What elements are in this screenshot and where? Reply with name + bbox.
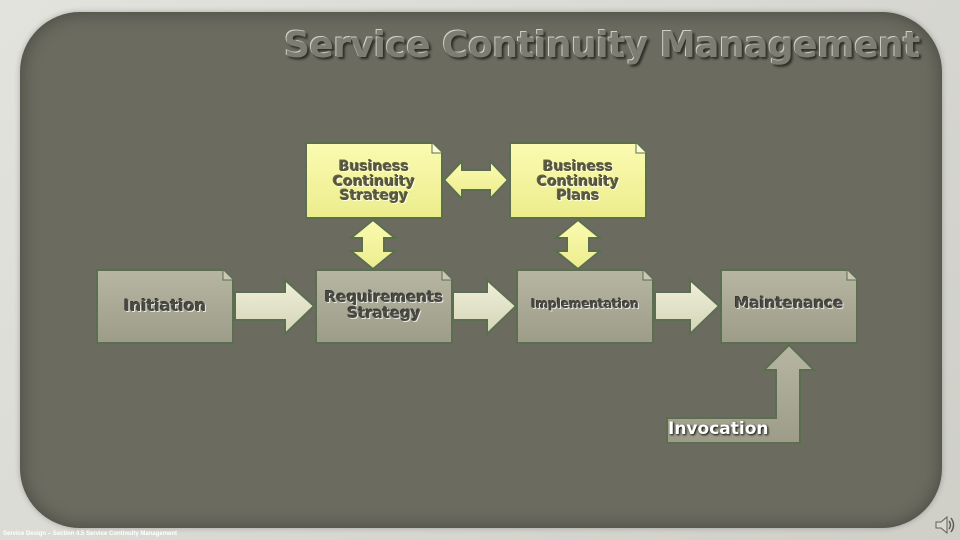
flow-arrow-2 [452,277,518,337]
double-arrow-horizontal [442,158,510,202]
double-arrow-vertical-right [553,218,603,271]
speaker-icon[interactable] [935,515,955,535]
stage-box-maintenance [720,269,858,344]
stage-label-implementation: Implementation [531,296,639,311]
stage-label-requirements-strategy: Requirements Strategy [324,288,444,322]
flow-arrow-1 [234,277,316,337]
invocation-label: Invocation [668,419,769,439]
deliverable-box-strategy [305,142,443,219]
stage-label-initiation: Initiation [123,296,207,316]
stage-label-maintenance: Maintenance [734,294,844,313]
deliverable-box-plans [509,142,647,219]
double-arrow-vertical-left [348,218,398,271]
stage-box-implementation [516,269,654,344]
flow-arrow-3 [654,277,721,337]
deliverable-label-plans: Business Continuity Plans [537,158,619,205]
stage-box-initiation [96,269,234,344]
slide-footer: Service Design – Section 4.5 Service Con… [3,531,178,537]
invocation-arrow [666,343,817,444]
slide-title: Service Continuity Management [284,25,920,66]
deliverable-label-strategy: Business Continuity Strategy [333,158,415,205]
